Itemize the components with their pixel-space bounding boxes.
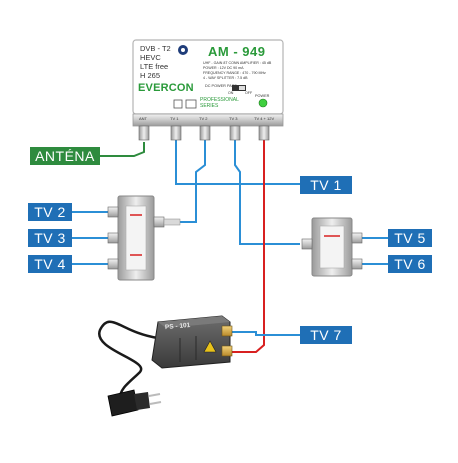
right-splitter <box>301 217 363 277</box>
amplifier-features: DVB - T2 HEVC LTE free H 265 <box>140 44 180 80</box>
amplifier-model: AM - 949 <box>208 44 266 59</box>
recycle-bin-icon <box>173 99 183 109</box>
switch-off-label: OFF <box>245 91 253 95</box>
tv3-label: TV 3 <box>28 229 72 247</box>
feature-lte: LTE free <box>140 62 169 71</box>
tv1-cable <box>175 140 300 185</box>
spec-line: 4 - WAY SPLITTER : 7.5 dB <box>203 76 248 80</box>
port-label-tv1: TV 1 <box>170 116 179 121</box>
switch-label: DC POWER PASS <box>205 84 237 88</box>
amplifier-specs: UHF - GAIN 8T CONN AMPLIFIER : 45 dB POW… <box>203 61 281 81</box>
power-cable <box>232 140 265 353</box>
tv7-label: TV 7 <box>300 326 352 344</box>
spec-line: UHF - GAIN 8T CONN AMPLIFIER : 45 dB <box>203 61 272 65</box>
amplifier-ports <box>138 125 270 141</box>
tv2-label: TV 2 <box>28 203 72 221</box>
tv1-label: TV 1 <box>300 176 352 194</box>
feature-dvb: DVB - T2 <box>140 44 171 53</box>
port-label-tv3: TV 3 <box>229 116 238 121</box>
spec-line: POWER : 12V DC 90 mA <box>203 66 244 70</box>
tv6-label: TV 6 <box>388 255 432 273</box>
left-splitter-feed-cable <box>180 140 206 223</box>
left-splitter <box>107 195 181 281</box>
power-supply <box>151 315 233 369</box>
antenna-cable <box>100 142 145 157</box>
tv7-cable <box>232 331 300 336</box>
feature-hevc: HEVC <box>140 53 161 62</box>
ce-mark-icon <box>185 99 197 109</box>
switch-on-label: ON <box>228 91 234 95</box>
spec-line: FREQUENCY RANGE : 470 - 790 MHz <box>203 71 266 75</box>
tv5-label: TV 5 <box>388 229 432 247</box>
warning-triangle-icon <box>203 340 217 353</box>
antenna-label: ANTÉNA <box>30 147 100 165</box>
amplifier <box>132 39 284 141</box>
amplifier-series: PROFESSIONAL SERIES <box>200 97 239 109</box>
tv4-label: TV 4 <box>28 255 72 273</box>
feature-h265: H 265 <box>140 71 161 80</box>
power-led-icon <box>258 98 268 108</box>
port-label-tv4-12v: TV 4 + 12V <box>254 116 275 121</box>
port-label-tv2: TV 2 <box>199 116 208 121</box>
amplifier-brand: EVERCON <box>138 82 194 94</box>
mains-plug-icon <box>107 389 162 417</box>
power-label: POWER <box>255 94 270 98</box>
port-label-ant: ANT <box>139 116 147 121</box>
right-splitter-feed-cable <box>234 140 300 245</box>
mains-cable <box>98 320 159 399</box>
